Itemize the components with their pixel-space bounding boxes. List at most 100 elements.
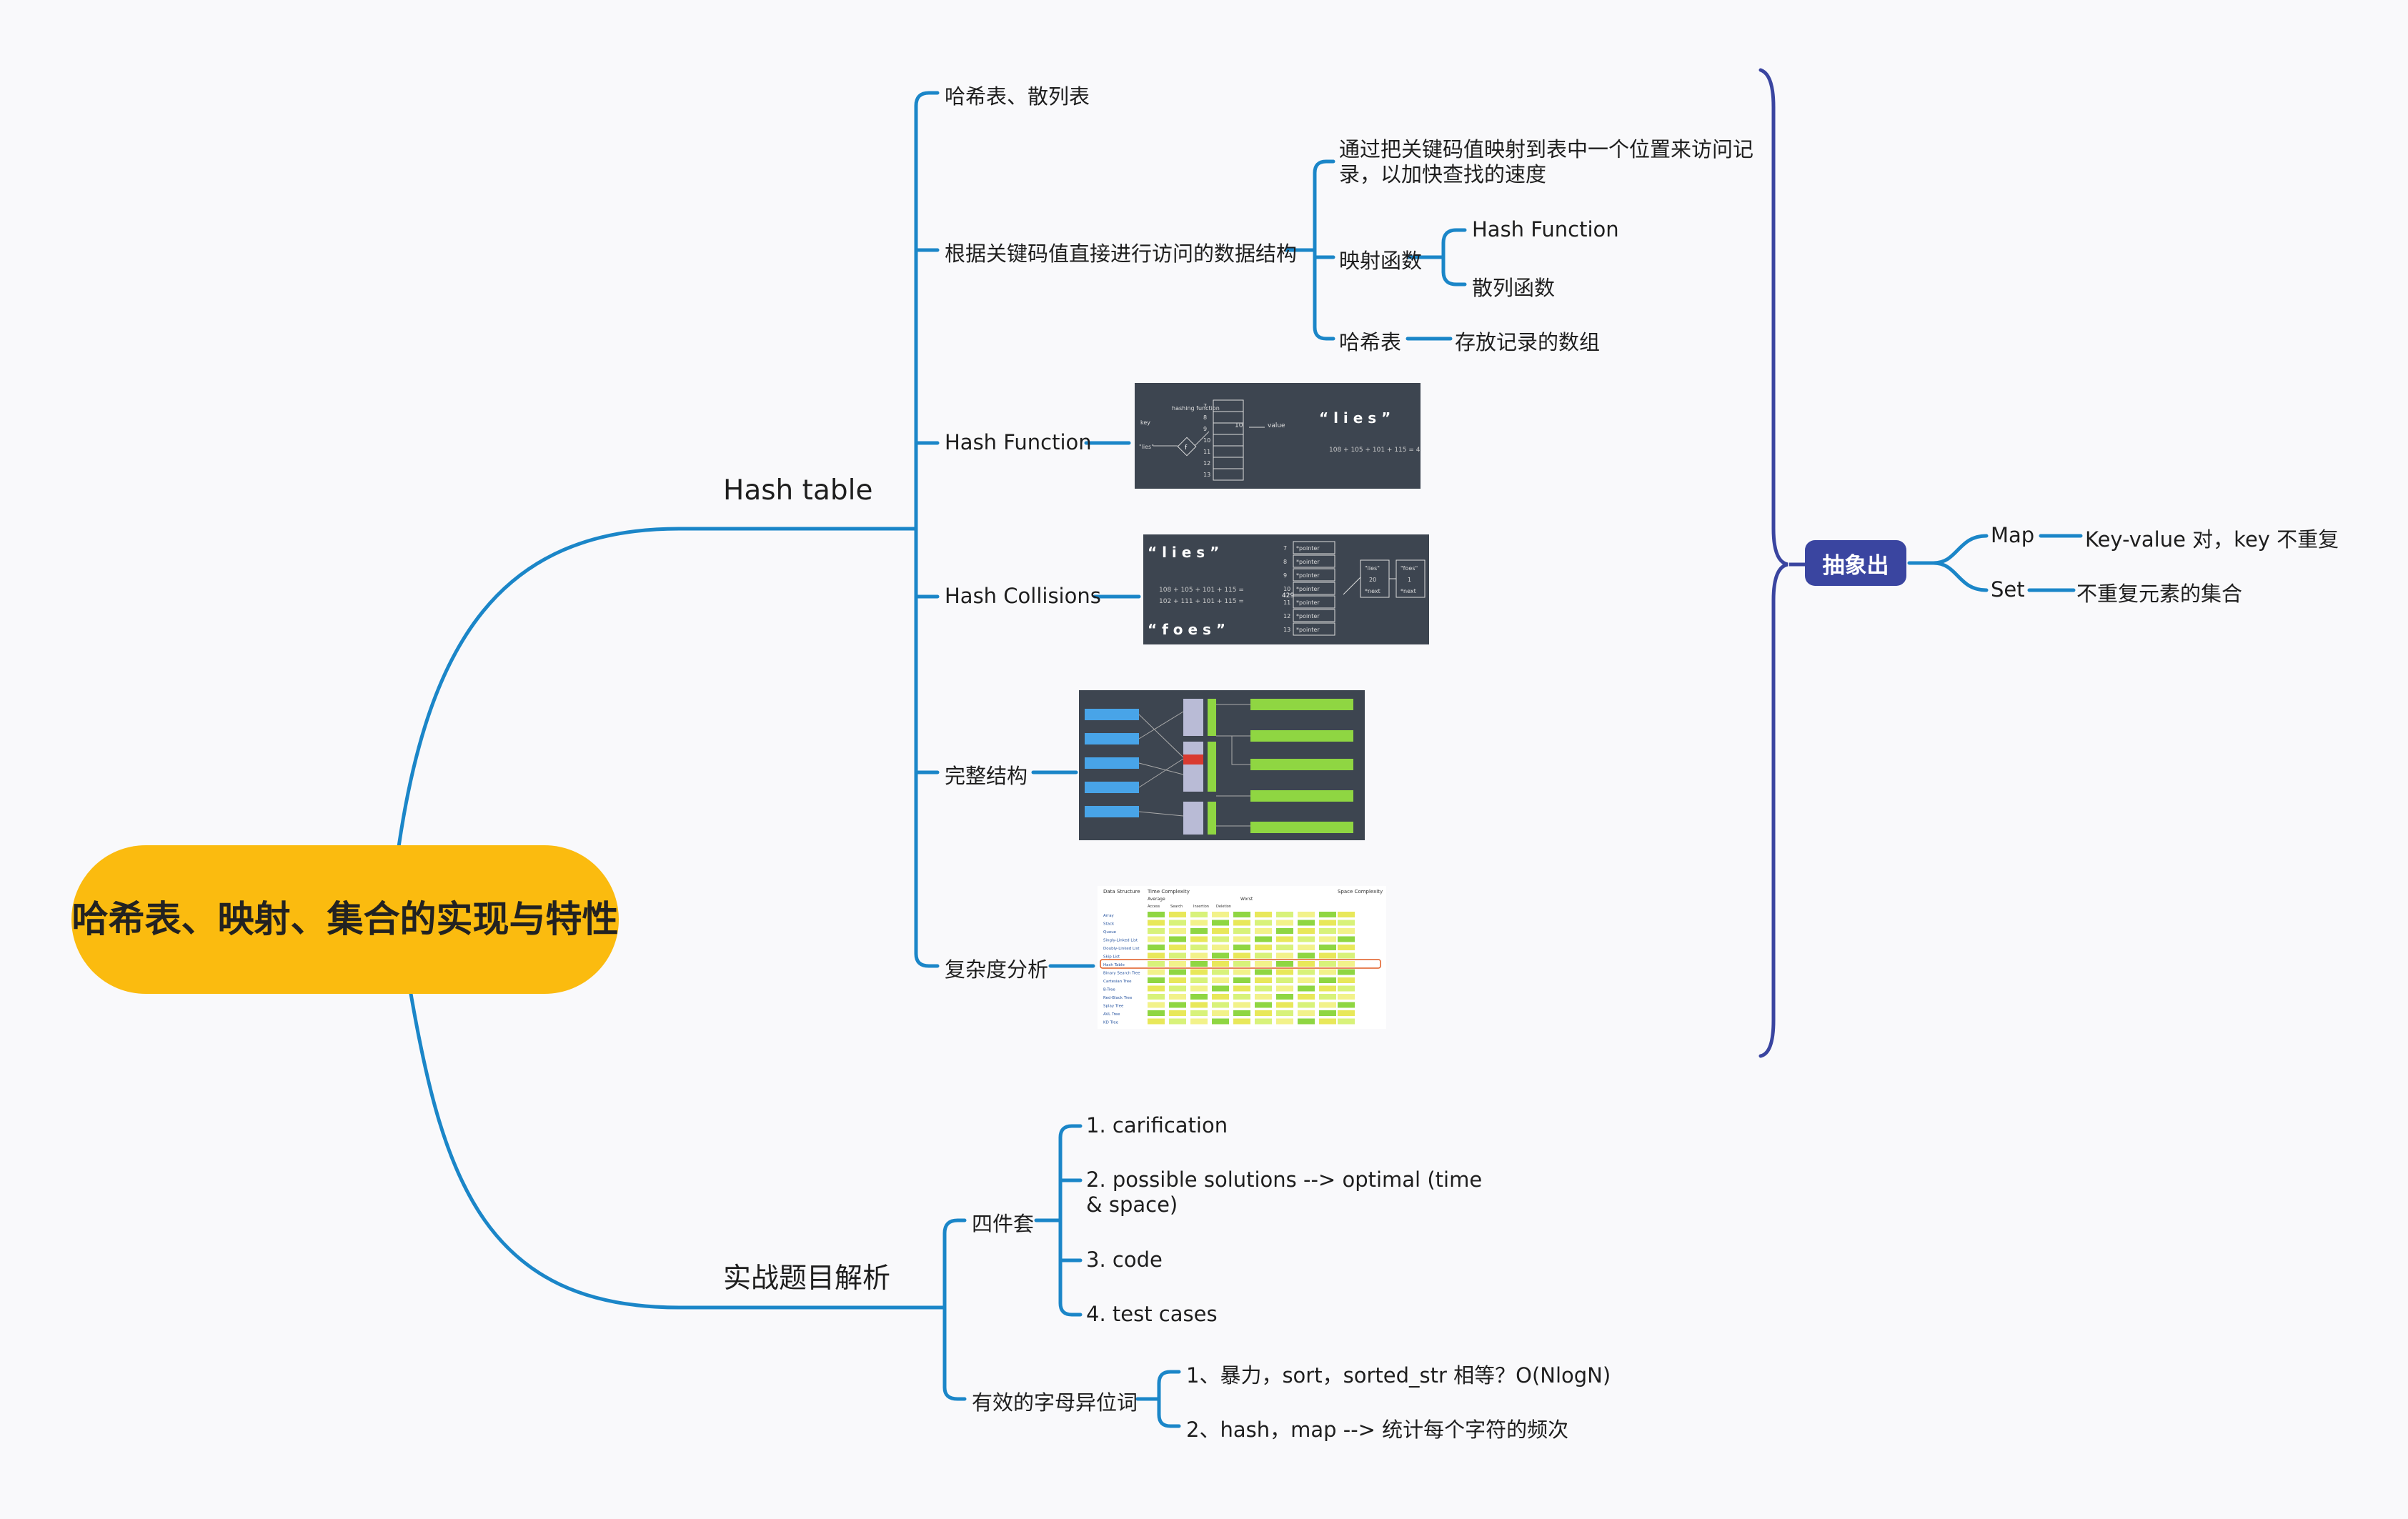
cx-cell (1233, 994, 1250, 1000)
cx-cell (1255, 928, 1272, 934)
hc-node2-key: "foes" (1400, 565, 1418, 572)
hc-slot-index: 13 (1283, 627, 1290, 633)
step-4[interactable]: 4. test cases (1086, 1302, 1218, 1326)
hc-slot-index: 12 (1283, 613, 1290, 619)
cx-col3: Space Complexity (1338, 889, 1383, 895)
topic-full-structure[interactable]: 完整结构 (945, 764, 1028, 788)
cx-cell (1276, 920, 1293, 926)
cx-cell (1212, 985, 1229, 992)
topic-alias[interactable]: 哈希表、散列表 (945, 84, 1090, 109)
cx-row-label: Stack (1103, 922, 1115, 927)
cx-cell (1169, 969, 1186, 975)
cx-cell (1212, 969, 1229, 975)
cx-cell (1338, 1002, 1355, 1008)
cx-row-label: Binary Search Tree (1103, 972, 1140, 976)
cx-cell (1190, 969, 1208, 975)
step-2[interactable]: 2. possible solutions --> optimal (time … (1086, 1167, 1483, 1217)
cx-op-header: Search (1170, 905, 1183, 909)
topic-hash-collisions[interactable]: Hash Collisions (945, 584, 1101, 608)
cx-cell (1255, 920, 1272, 926)
cx-cell (1338, 985, 1355, 992)
step-3[interactable]: 3. code (1086, 1247, 1163, 1272)
hc-node2-val: 1 (1408, 577, 1411, 583)
cx-cell (1148, 961, 1165, 967)
hf-fn-label: hashing function (1172, 405, 1220, 412)
topic-four-steps[interactable]: 四件套 (972, 1212, 1035, 1236)
cx-cell (1190, 928, 1208, 934)
cx-cell (1190, 1002, 1208, 1008)
topic-complexity[interactable]: 复杂度分析 (945, 957, 1049, 982)
step-1[interactable]: 1. carification (1086, 1113, 1228, 1137)
cx-cell (1298, 961, 1315, 967)
cx-cell (1298, 985, 1315, 992)
topic-mapping-hash-function[interactable]: Hash Function (1472, 217, 1619, 241)
cx-row-label: AVL Tree (1103, 1012, 1120, 1017)
cx-cell (1233, 928, 1250, 934)
topic-hash-function[interactable]: Hash Function (945, 430, 1092, 454)
hc-node1-key: "lies" (1365, 565, 1380, 572)
cx-cell (1148, 928, 1165, 934)
topic-table-desc[interactable]: 存放记录的数组 (1455, 330, 1601, 354)
cx-cell (1212, 1010, 1229, 1016)
abstraction-label: 抽象出 (1822, 552, 1889, 579)
abstraction-map-desc[interactable]: Key-value 对，key 不重复 (2085, 527, 2339, 552)
cx-cell (1233, 952, 1250, 959)
full-structure-diagram (1079, 690, 1365, 840)
topic-mapping-hash-fn-cn[interactable]: 散列函数 (1472, 276, 1556, 300)
link-root-practice (409, 992, 947, 1310)
cx-cell (1212, 920, 1229, 926)
cx-cell (1276, 928, 1293, 934)
cx-cell (1319, 936, 1336, 942)
cx-cell (1298, 952, 1315, 959)
hc-slot-pointer: *pointer (1296, 613, 1320, 619)
topic-mapping[interactable]: 映射函数 (1339, 249, 1423, 273)
hf-slot-index: 11 (1203, 449, 1210, 455)
topic-definition-desc[interactable]: 通过把关键码值映射到表中一个位置来访问记录，以加快查找的速度 (1339, 137, 1754, 186)
cx-cell (1169, 952, 1186, 959)
hc-slot (1293, 541, 1335, 554)
cx-cell (1319, 912, 1336, 917)
hc-slot-pointer: *pointer (1296, 572, 1320, 579)
cx-cell (1148, 1002, 1165, 1008)
cx-cell (1319, 977, 1336, 983)
cx-cell (1212, 952, 1229, 959)
cx-cell (1169, 920, 1186, 926)
branch-practice[interactable]: 实战题目解析 (723, 1262, 891, 1295)
hc-slot-index: 10 (1283, 586, 1290, 592)
hf-slot-index: 8 (1203, 414, 1207, 421)
cx-cell (1319, 1018, 1336, 1025)
hc-sum1: 108 + 105 + 101 + 115 = (1159, 587, 1244, 594)
complexity-table-image: Data Structure Time Complexity Space Com… (1098, 886, 1386, 1029)
abstraction-set[interactable]: Set (1991, 577, 2025, 602)
abstraction-map[interactable]: Map (1991, 523, 2035, 547)
branch-hash-table[interactable]: Hash table (723, 474, 873, 507)
anagram-solution-2[interactable]: 2、hash，map --> 统计每个字符的频次 (1186, 1418, 1569, 1442)
cx-cell (1169, 961, 1186, 967)
hc-node2-next: *next (1400, 588, 1416, 594)
hc-slot-pointer: *pointer (1296, 599, 1320, 606)
cx-cell (1190, 912, 1208, 917)
topic-anagram[interactable]: 有效的字母异位词 (972, 1390, 1138, 1415)
abstraction-topic[interactable]: 抽象出 (1805, 540, 1906, 586)
cx-op-header: Access (1148, 905, 1160, 909)
hash-collisions-diagram: “ l i e s ” 108 + 105 + 101 + 115 = 102 … (1143, 534, 1429, 644)
abstraction-brace (1758, 68, 1788, 1058)
hf-slot-index: 9 (1203, 426, 1207, 432)
cx-cell (1212, 936, 1229, 942)
hc-slot-index: 8 (1283, 559, 1287, 565)
hf-slot-index: 13 (1203, 472, 1210, 478)
cx-cell (1148, 969, 1165, 975)
hc-slot-pointer: *pointer (1296, 559, 1320, 565)
cx-row-label: Doubly-Linked List (1103, 947, 1140, 951)
cx-cell (1298, 969, 1315, 975)
root-topic[interactable]: 哈希表、映射、集合的实现与特性 (71, 845, 619, 994)
hc-slot (1293, 554, 1335, 568)
topic-definition[interactable]: 根据关键码值直接进行访问的数据结构 (945, 241, 1298, 266)
hf-key-value: "lies" (1139, 444, 1154, 450)
abstraction-set-desc[interactable]: 不重复元素的集合 (2076, 582, 2243, 606)
cx-row-label: KD Tree (1103, 1021, 1119, 1025)
anagram-solution-1[interactable]: 1、暴力，sort，sorted_str 相等？O(NlogN) (1186, 1363, 1611, 1388)
hc-node1-next: *next (1365, 588, 1380, 594)
cx-cell (1319, 928, 1336, 934)
topic-table[interactable]: 哈希表 (1339, 330, 1402, 354)
